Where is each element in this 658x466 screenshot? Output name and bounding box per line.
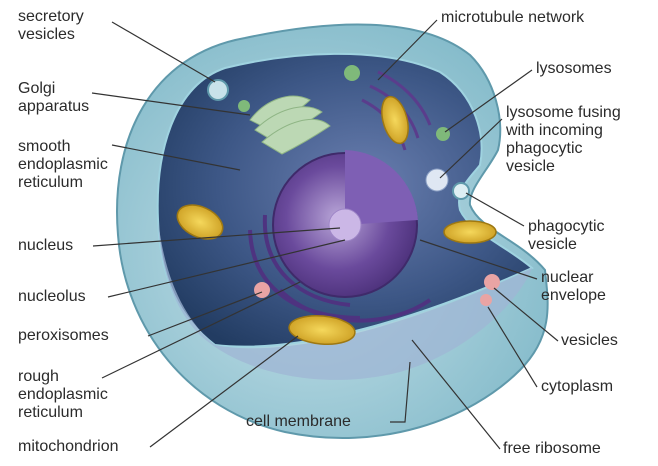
label-mitochondrion: mitochondrion xyxy=(18,438,119,456)
label-cell-membrane: cell membrane xyxy=(246,413,351,431)
label-phagocytic-vesicle: phagocytic vesicle xyxy=(528,218,605,254)
phagocytic-vesicle-shape xyxy=(453,183,469,199)
label-peroxisomes: peroxisomes xyxy=(18,327,109,345)
label-nuclear-envelope: nuclear envelope xyxy=(541,269,606,305)
lysosome-shape xyxy=(436,127,450,141)
label-smooth-er: smooth endoplasmic reticulum xyxy=(18,138,108,192)
vesicle-shape xyxy=(484,274,500,290)
label-rough-er: rough endoplasmic reticulum xyxy=(18,368,108,422)
vesicle-shape xyxy=(480,294,492,306)
label-vesicles: vesicles xyxy=(561,332,618,350)
fusing-lysosome-shape xyxy=(426,169,448,191)
label-lysosomes: lysosomes xyxy=(536,60,612,78)
lysosome-shape xyxy=(238,100,250,112)
secretory-vesicle-shape xyxy=(208,80,228,100)
label-cytoplasm: cytoplasm xyxy=(541,378,613,396)
label-golgi-apparatus: Golgi apparatus xyxy=(18,80,89,116)
label-microtubule-network: microtubule network xyxy=(441,9,584,27)
label-free-ribosome: free ribosome xyxy=(503,440,601,458)
lysosome-shape xyxy=(344,65,360,81)
label-nucleus: nucleus xyxy=(18,237,73,255)
label-lysosome-fusing: lysosome fusing with incoming phagocytic… xyxy=(506,104,621,176)
peroxisome-shape xyxy=(254,282,270,298)
nucleolus-shape xyxy=(329,209,361,241)
label-secretory-vesicles: secretory vesicles xyxy=(18,8,84,44)
label-nucleolus: nucleolus xyxy=(18,288,86,306)
